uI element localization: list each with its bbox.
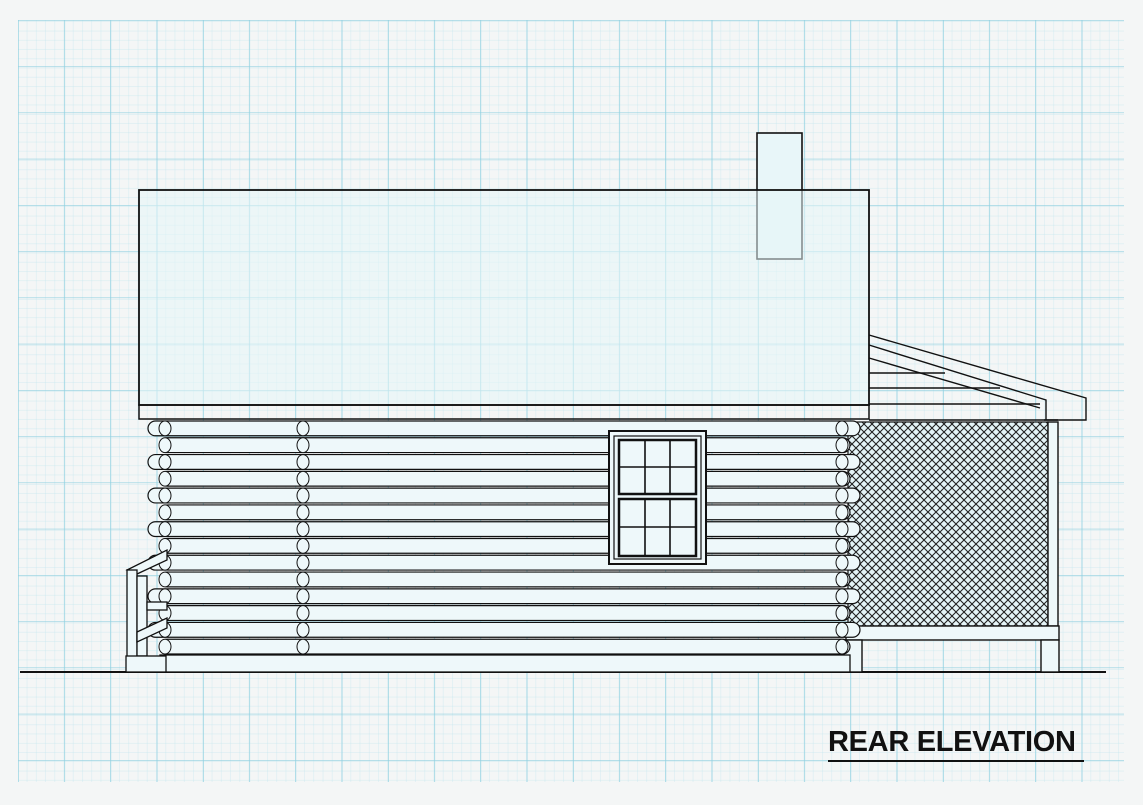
log-end — [296, 470, 310, 487]
log-end — [835, 571, 849, 588]
log-end — [296, 437, 310, 454]
drawing-title: REAR ELEVATION — [828, 726, 1076, 758]
log-course — [147, 621, 861, 638]
log-end — [835, 454, 849, 470]
log-end — [835, 470, 849, 487]
double-hung-window — [608, 430, 707, 565]
porch-lattice — [843, 421, 1060, 673]
log-end — [296, 504, 310, 521]
side-steps — [125, 548, 168, 673]
log-course — [147, 420, 861, 437]
log-course — [159, 437, 851, 454]
log-course — [159, 605, 851, 622]
foundation — [159, 654, 851, 673]
log-end — [158, 521, 172, 537]
log-end — [835, 521, 849, 537]
main-roof — [138, 189, 870, 420]
log-end — [296, 454, 310, 470]
log-end — [158, 420, 172, 437]
log-wall — [147, 420, 861, 673]
title-underline — [828, 760, 1084, 762]
log-end — [296, 538, 310, 554]
log-end — [835, 420, 849, 437]
log-end — [158, 504, 172, 521]
log-end — [296, 588, 310, 605]
log-end — [835, 621, 849, 638]
log-end — [158, 454, 172, 470]
log-end — [158, 487, 172, 504]
log-end — [296, 521, 310, 537]
log-end — [835, 538, 849, 554]
log-end — [835, 487, 849, 504]
log-course — [159, 470, 851, 487]
log-end — [296, 621, 310, 638]
log-course — [147, 487, 861, 504]
log-end — [296, 554, 310, 571]
log-end — [835, 554, 849, 571]
log-end — [835, 605, 849, 621]
log-end — [296, 638, 310, 655]
log-end — [158, 437, 172, 454]
log-end — [158, 638, 172, 655]
log-end — [835, 638, 849, 655]
log-course — [159, 537, 851, 554]
log-end — [296, 571, 310, 588]
log-end — [296, 420, 310, 437]
porch-roof — [868, 334, 1087, 421]
log-end — [158, 470, 172, 487]
log-end — [835, 437, 849, 454]
log-end — [296, 487, 310, 504]
log-course — [147, 453, 861, 470]
log-course — [147, 554, 861, 571]
log-end — [835, 504, 849, 521]
log-course — [147, 521, 861, 538]
log-course — [147, 588, 861, 605]
log-course — [159, 571, 851, 588]
log-course — [159, 638, 851, 655]
log-course — [159, 504, 851, 521]
log-end — [158, 571, 172, 588]
log-end — [835, 588, 849, 605]
log-end — [296, 605, 310, 621]
